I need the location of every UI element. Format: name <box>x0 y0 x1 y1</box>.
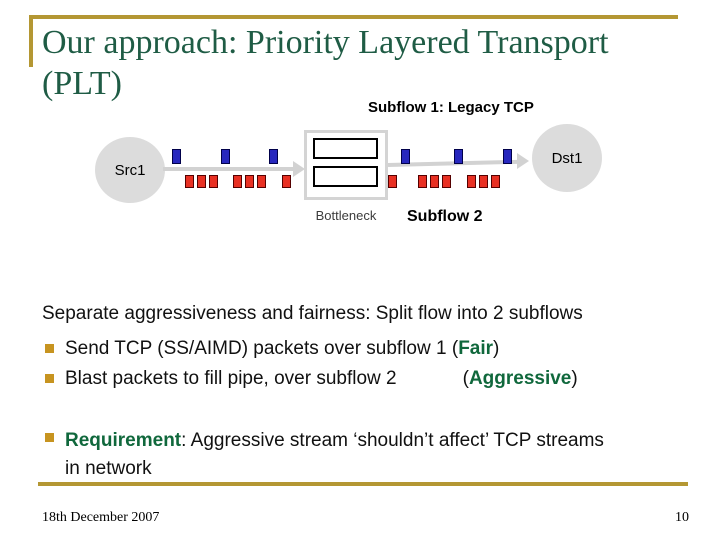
slide-title-line2: (PLT) <box>42 65 122 102</box>
blast-packet <box>257 175 266 188</box>
blast-packet <box>282 175 291 188</box>
blast-packet <box>185 175 194 188</box>
src-node: Src1 <box>95 137 165 203</box>
blast-packet <box>479 175 488 188</box>
arrowhead-icon <box>293 161 305 177</box>
subflow1-label: Subflow 1: Legacy TCP <box>368 99 534 116</box>
bullet-text-pre: Blast packets to fill pipe, over subflow… <box>65 368 397 389</box>
bullet-item-send-tcp: Send TCP (SS/AIMD) packets over subflow … <box>45 338 499 360</box>
bullet-item-requirement: Requirement: Aggressive stream ‘shouldn’… <box>45 427 630 483</box>
link-arrow-src-to-bottleneck <box>163 167 294 171</box>
fair-emphasis: Fair <box>458 338 494 359</box>
title-left-rule <box>29 15 33 67</box>
bullet-square-icon <box>45 374 54 383</box>
page-number: 10 <box>675 510 689 525</box>
bottleneck-label: Bottleneck <box>315 208 377 223</box>
arrowhead-icon <box>517 153 529 169</box>
bullet-text: Send TCP (SS/AIMD) packets over subflow … <box>65 338 499 360</box>
slide-title: Our approach: Priority Layered Transport… <box>42 22 692 104</box>
bullet-text-post: ) <box>571 368 578 389</box>
router-queue-2 <box>313 166 378 187</box>
tcp-packet <box>454 149 463 164</box>
footer-date: 18th December 2007 <box>42 510 160 525</box>
blast-packet <box>491 175 500 188</box>
blast-packet <box>430 175 439 188</box>
blast-packet <box>209 175 218 188</box>
slide-title-line1: Our approach: Priority Layered Transport <box>42 24 609 61</box>
src-node-label: Src1 <box>114 161 146 179</box>
blast-packet <box>467 175 476 188</box>
blast-packet <box>442 175 451 188</box>
bullet-text-post: ) <box>493 338 500 359</box>
requirement-emphasis: Requirement <box>65 430 182 451</box>
intro-text: Separate aggressiveness and fairness: Sp… <box>42 303 583 324</box>
subflow2-label: Subflow 2 <box>407 208 483 225</box>
bullet-square-icon <box>45 344 54 353</box>
paren-open: ( <box>462 368 469 389</box>
dst-node-label: Dst1 <box>551 149 583 167</box>
tcp-packet <box>401 149 410 164</box>
dst-node: Dst1 <box>532 124 602 192</box>
bullet-text: Requirement: Aggressive stream ‘shouldn’… <box>65 427 610 483</box>
title-top-rule <box>29 15 678 19</box>
tcp-packet <box>503 149 512 164</box>
blast-packet <box>388 175 397 188</box>
bottleneck-router <box>304 130 388 200</box>
blast-packet <box>233 175 242 188</box>
bullet-square-icon <box>45 433 54 442</box>
bullet-text-rest: : Aggressive stream ‘shouldn’t affect’ T… <box>65 430 604 479</box>
blast-packet <box>418 175 427 188</box>
aggressive-emphasis: Aggressive <box>468 368 572 389</box>
bullet-item-blast-packets: Blast packets to fill pipe, over subflow… <box>45 368 578 390</box>
router-queue-1 <box>313 138 378 159</box>
tcp-packet <box>172 149 181 164</box>
blast-packet <box>245 175 254 188</box>
tcp-packet <box>269 149 278 164</box>
footer-rule <box>38 482 688 486</box>
tcp-packet <box>221 149 230 164</box>
bullet-text: Blast packets to fill pipe, over subflow… <box>65 368 578 390</box>
bullet-text-pre: Send TCP (SS/AIMD) packets over subflow … <box>65 338 459 359</box>
blast-packet <box>197 175 206 188</box>
